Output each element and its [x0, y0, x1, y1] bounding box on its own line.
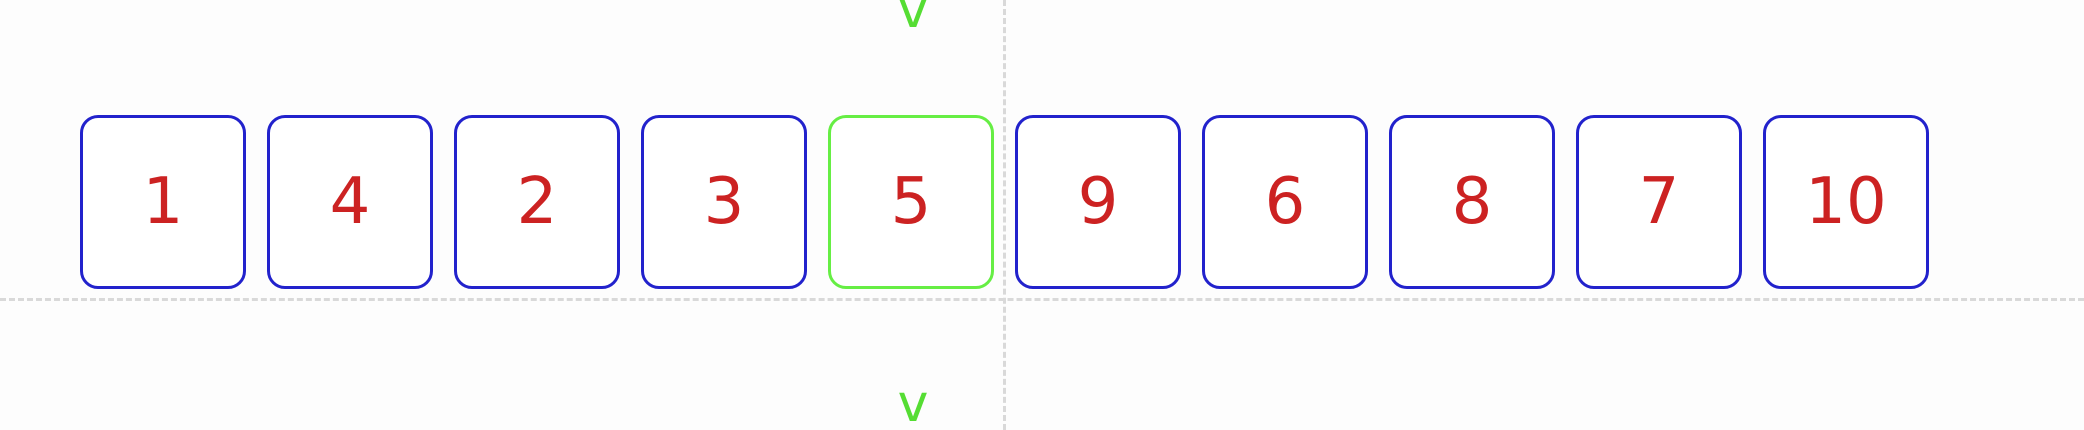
- bottom-pointer-label: v: [897, 374, 929, 430]
- array-cell: 9: [1015, 115, 1181, 289]
- array-cell: 2: [454, 115, 620, 289]
- array-cell: 6: [1202, 115, 1368, 289]
- top-pointer-label: v: [897, 0, 929, 40]
- array-cell: 8: [1389, 115, 1555, 289]
- array-cell: 10: [1763, 115, 1929, 289]
- array-cell: 1: [80, 115, 246, 289]
- horizontal-guide-line: [0, 298, 2084, 301]
- vertical-guide-line: [1003, 0, 1006, 430]
- array-cell: 7: [1576, 115, 1742, 289]
- array-cell: 3: [641, 115, 807, 289]
- pivot-cell: 5: [828, 115, 994, 289]
- array-cell: 4: [267, 115, 433, 289]
